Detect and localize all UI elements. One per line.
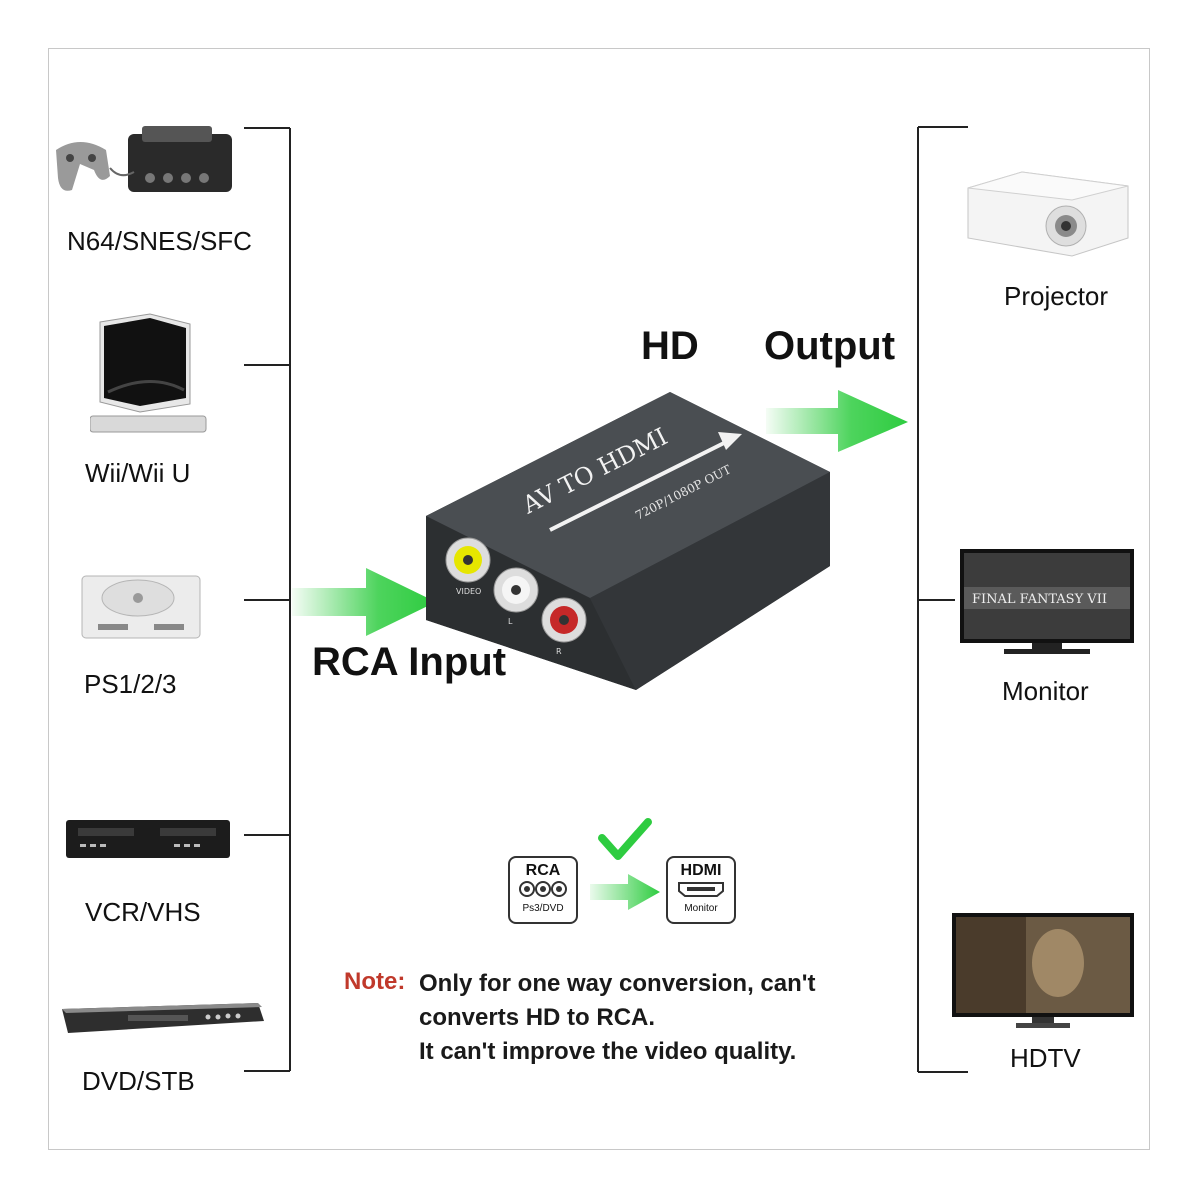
rca-box-subtitle: Ps3/DVD xyxy=(522,903,564,914)
source-label-dvd: DVD/STB xyxy=(82,1066,195,1096)
wii-console-icon xyxy=(90,313,207,433)
dvd-player-icon xyxy=(62,1003,264,1033)
rca-connectors-icon xyxy=(519,881,567,897)
output-heading: Output xyxy=(764,324,896,368)
rca-box-title: RCA xyxy=(525,862,561,879)
note-prefix: Note: xyxy=(344,968,406,995)
output-arrow-icon xyxy=(766,390,908,452)
checkmark-icon xyxy=(598,818,652,860)
monitor-icon: FINAL FANTASY VII xyxy=(960,549,1134,654)
output-label-monitor: Monitor xyxy=(1002,676,1089,706)
game-console-icon xyxy=(56,126,232,192)
port-label-l: L xyxy=(508,617,513,626)
projector-icon xyxy=(967,171,1129,257)
rca-source-box: RCA Ps3/DVD xyxy=(508,856,578,924)
note-line-2: converts HD to RCA. xyxy=(419,1004,656,1031)
diagram-frame xyxy=(48,48,1150,1150)
hdtv-icon xyxy=(952,913,1134,1028)
conversion-arrow-icon xyxy=(590,874,660,910)
source-label-wii: Wii/Wii U xyxy=(85,458,191,488)
hdmi-box-subtitle: Monitor xyxy=(684,903,718,914)
port-label-r: R xyxy=(556,647,562,656)
rca-input-heading: RCA Input xyxy=(312,640,507,684)
note-line-1: Only for one way conversion, can't xyxy=(419,970,816,997)
input-arrow-icon xyxy=(292,568,436,636)
av-to-hdmi-converter: AV TO HDMI 720P/1080P OUT VIDEO L R xyxy=(426,392,830,690)
playstation-icon xyxy=(81,575,201,639)
port-label-video: VIDEO xyxy=(456,587,481,596)
source-label-n64: N64/SNES/SFC xyxy=(67,226,252,256)
source-label-vcr: VCR/VHS xyxy=(85,897,201,927)
hdmi-target-box: HDMI Monitor xyxy=(666,856,736,924)
output-label-hdtv: HDTV xyxy=(1010,1043,1081,1073)
note-line-3: It can't improve the video quality. xyxy=(419,1038,797,1065)
svg-text:FINAL FANTASY VII: FINAL FANTASY VII xyxy=(972,592,1107,607)
source-label-ps: PS1/2/3 xyxy=(84,669,177,699)
hdmi-port-icon xyxy=(678,882,724,897)
vcr-icon xyxy=(66,820,230,858)
output-label-projector: Projector xyxy=(1004,281,1109,311)
hdmi-box-title: HDMI xyxy=(680,862,722,879)
hd-heading: HD xyxy=(641,324,699,368)
